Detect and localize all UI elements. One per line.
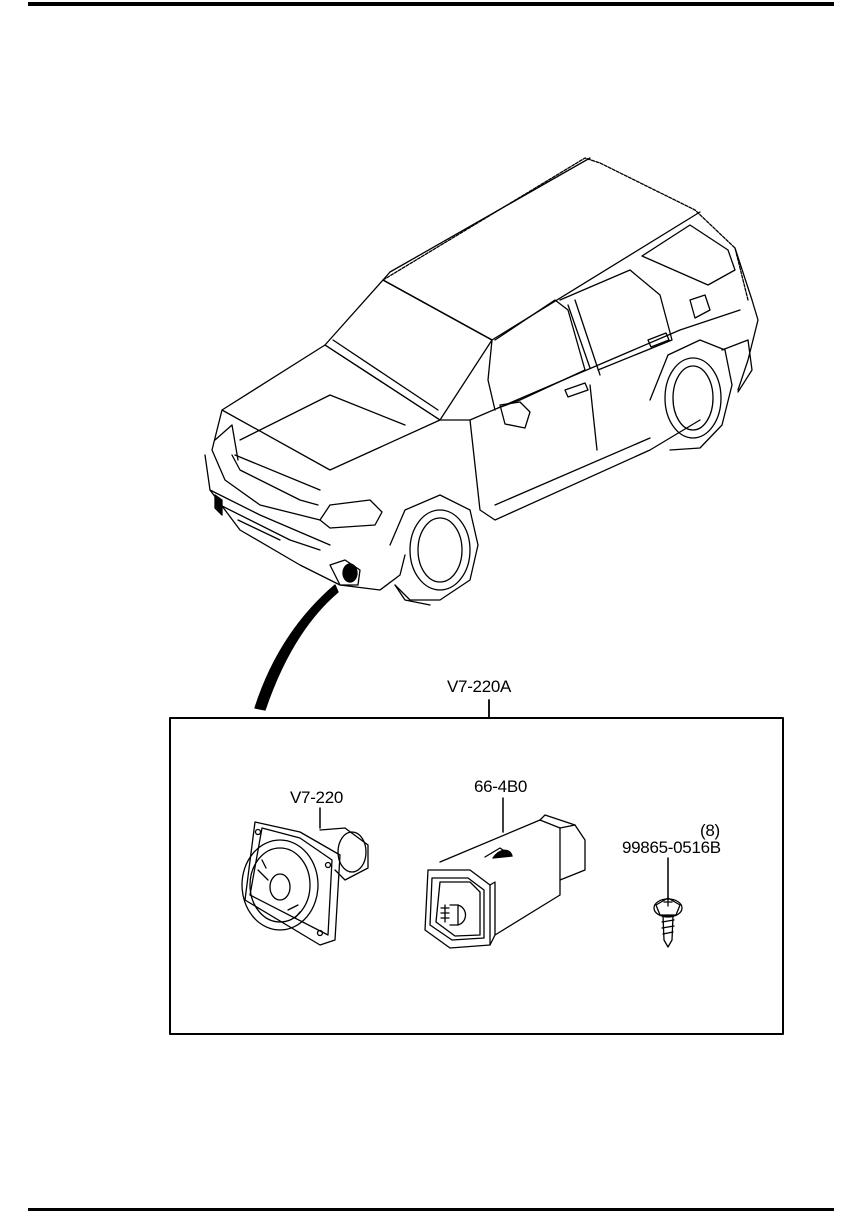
- fog-lamp-switch-part: [424, 797, 586, 949]
- callout-leader: [254, 584, 339, 711]
- part-label-fog-lamp: V7-220: [290, 788, 344, 807]
- screw-part: [653, 857, 683, 948]
- assembly-box: [169, 717, 784, 1035]
- part-label-switch: 66-4B0: [474, 777, 528, 796]
- bottom-border-rule: [28, 1208, 834, 1211]
- fog-lamp-part: [241, 807, 369, 946]
- part-quantity-screw: (8): [700, 821, 720, 840]
- part-label-screw: 99865-0516B: [622, 838, 721, 857]
- assembly-label: V7-220A: [447, 677, 512, 696]
- vehicle-illustration: [204, 157, 759, 606]
- top-border-rule: [28, 2, 834, 6]
